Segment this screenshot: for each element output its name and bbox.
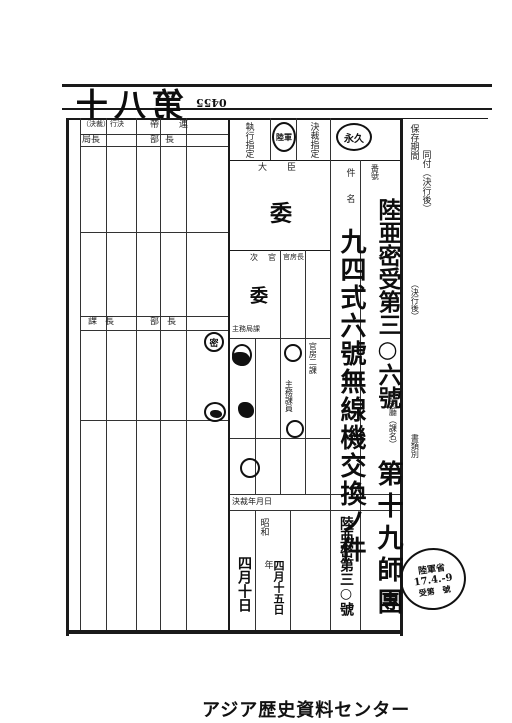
right-attach: 同付（決行後） <box>420 150 431 213</box>
label-jikan: 次官 <box>250 253 286 262</box>
center-h1 <box>230 160 400 161</box>
stamp-seal-3 <box>204 402 226 422</box>
grid-h4 <box>80 316 228 317</box>
center-v8 <box>305 338 306 494</box>
stamp-seal-5 <box>286 420 304 438</box>
center-v6 <box>255 338 256 494</box>
label-obiren: 帶連 <box>150 120 209 130</box>
ink-blot-1 <box>232 352 250 366</box>
grid-v3 <box>136 118 137 630</box>
frame-right <box>400 118 403 636</box>
grid-v5 <box>186 118 187 630</box>
grid-h5 <box>80 330 228 331</box>
month-day: 四月十日 <box>236 556 252 612</box>
grid-h3 <box>80 232 228 233</box>
label-era: 昭和 <box>258 518 269 536</box>
handwritten-case-name: 九四式六號無線機交換ノ件 <box>336 228 366 564</box>
grid-v1 <box>80 118 81 630</box>
center-v10 <box>290 510 291 630</box>
label-bucho: 部長 <box>150 135 181 145</box>
month-day-2: 四月十五日 <box>272 560 285 615</box>
jikan-sign: 委 <box>250 286 268 307</box>
label-shumu: 主務課員 <box>284 380 294 412</box>
label-shikko-shitei: 執行指定 <box>243 122 254 158</box>
center-v11 <box>360 160 361 630</box>
grid-v4 <box>160 118 161 630</box>
label-mei: 名 <box>344 194 355 203</box>
grid-v6 <box>228 118 230 630</box>
handwritten-number: 陸亜密受第三○六號 <box>374 198 401 409</box>
center-v5 <box>305 250 306 338</box>
received-stamp: 陸軍省 17.4.-9 受第 號 <box>396 543 470 615</box>
frame-top <box>66 118 403 120</box>
ink-blot-3 <box>210 410 222 418</box>
label-shumu-kyoku: 主務局課 <box>232 325 260 333</box>
center-h6 <box>230 510 400 511</box>
page-number: 0455 <box>196 96 227 109</box>
center-h5 <box>230 494 400 495</box>
daijin-sign: 委 <box>270 201 293 227</box>
center-v4 <box>280 250 281 338</box>
ink-blot-2 <box>238 402 254 418</box>
stamp-army: 陸軍 <box>272 122 296 152</box>
right-retention: 保存期間 <box>408 124 419 160</box>
label-kessai-shiko: （決裁）行決 <box>82 120 124 128</box>
label-bango: 番號 <box>370 164 380 180</box>
center-v3 <box>330 118 331 630</box>
label-kyokucho: 局長 <box>82 135 101 145</box>
center-v7 <box>280 338 281 494</box>
center-v9 <box>255 510 256 630</box>
grid-h2 <box>80 146 228 147</box>
label-kessai-date: 決裁年月日 <box>232 497 272 506</box>
label-daijin: 大臣 <box>258 163 317 173</box>
grid-h6 <box>80 420 228 421</box>
header-line-2 <box>62 108 492 110</box>
right-top-line <box>400 118 488 119</box>
label-ken: 件 <box>344 168 355 177</box>
stamp-seal-2 <box>284 344 302 362</box>
right-origin: 起元廳（課名） <box>388 392 398 448</box>
label-bucho-2: 部長 <box>150 317 185 327</box>
center-v1 <box>270 118 271 160</box>
frame-bottom <box>66 630 403 634</box>
stamp-secret: 密 <box>204 332 224 352</box>
handwritten-origin: 第十九師團 <box>373 460 403 620</box>
label-kanbo-ni: 官房二課 <box>308 342 318 374</box>
right-after: （決行後） <box>410 280 420 320</box>
grid-h1 <box>80 134 228 135</box>
grid-v2 <box>106 118 107 630</box>
header-line <box>62 84 492 87</box>
label-kacho: 課長 <box>88 317 123 327</box>
label-year: 年 <box>262 560 273 569</box>
archive-footer: アジア歴史資料センター <box>202 700 411 721</box>
right-classification: 書類別 <box>410 434 420 458</box>
label-kessai-shitei: 決裁指定 <box>308 122 319 158</box>
stamp-eikyu: 永久 <box>336 123 372 151</box>
stamp-seal-4 <box>240 458 260 478</box>
center-v2 <box>296 118 297 160</box>
issue-number: 陸亜密第三○號 <box>338 516 354 616</box>
label-kanbo: 官房長 <box>283 253 304 261</box>
frame-left <box>66 118 69 636</box>
